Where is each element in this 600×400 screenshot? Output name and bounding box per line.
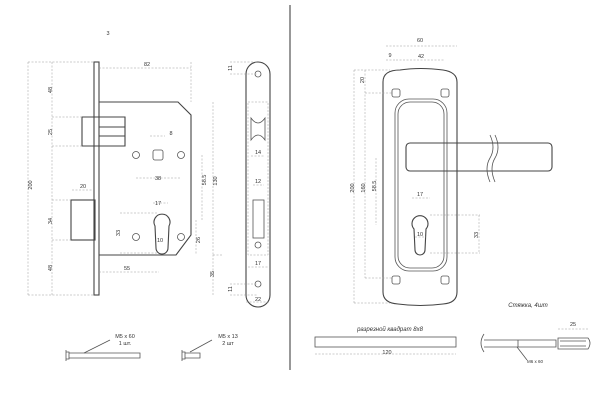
latch-opening bbox=[250, 116, 266, 142]
dim-label: 17 bbox=[155, 201, 161, 207]
handle-backplate bbox=[382, 67, 458, 307]
break-mark bbox=[486, 134, 499, 183]
cylinder-hole bbox=[153, 213, 171, 255]
dim-label: 17 bbox=[417, 192, 423, 198]
leader-line bbox=[83, 339, 111, 354]
screw-qty: 1 шт. bbox=[119, 341, 132, 347]
screw-hole bbox=[254, 241, 262, 249]
dim-label: 48 bbox=[48, 87, 54, 93]
door-handle: 60 9 42 20 200 160 58.5 17 10 33 Стяжка,… bbox=[350, 38, 553, 309]
spindle-bar: разрезной квадрат 8х8 120 bbox=[314, 326, 457, 356]
leader-line bbox=[516, 346, 528, 361]
screw-qty: 2 шт bbox=[222, 341, 234, 347]
dim-label: 25 bbox=[570, 322, 576, 328]
bolt-size-label: М6 х 60 bbox=[527, 359, 544, 364]
dim-label: 17 bbox=[255, 261, 261, 267]
dim-label: 82 bbox=[144, 62, 150, 68]
screw-label: M5 x 13 bbox=[218, 334, 238, 340]
dim-label: 22 bbox=[255, 297, 261, 303]
dim-label: 35 bbox=[210, 271, 216, 277]
leader-line bbox=[189, 339, 213, 353]
strike-recess bbox=[247, 101, 269, 256]
screw-label: M5 x 60 bbox=[115, 334, 135, 340]
dim-label: 34 bbox=[48, 218, 54, 224]
latch-bolt bbox=[81, 116, 126, 147]
dim-label: 60 bbox=[417, 38, 423, 44]
screw-hole bbox=[391, 88, 401, 98]
dim-label: 42 bbox=[418, 54, 424, 60]
spindle-hole bbox=[152, 149, 164, 161]
dim-label: 9 bbox=[388, 53, 391, 59]
dim-label: 10 bbox=[417, 232, 423, 238]
dim-label: 12 bbox=[255, 179, 261, 185]
long-screw bbox=[65, 350, 141, 361]
dim-label: 55 bbox=[124, 266, 130, 272]
dim-label: 26 bbox=[196, 237, 202, 243]
dim-label: 130 bbox=[213, 176, 219, 185]
screw-hole bbox=[177, 233, 185, 241]
dim-label: 11 bbox=[228, 65, 234, 71]
dim-label: 200 bbox=[350, 183, 356, 192]
dim-label: 3 bbox=[106, 31, 109, 37]
dim-label: 11 bbox=[228, 286, 234, 292]
dim-label: 8 bbox=[169, 131, 172, 137]
bolt-opening bbox=[252, 199, 265, 239]
dim-label: 20 bbox=[360, 77, 366, 83]
bolt bbox=[480, 333, 557, 353]
dim-label: 38 bbox=[155, 176, 161, 182]
dim-label: 200 bbox=[28, 180, 34, 189]
screw-hole bbox=[132, 151, 140, 159]
dim-label: 58.5 bbox=[202, 175, 208, 186]
spindle-rod bbox=[314, 336, 457, 348]
screw-hole bbox=[177, 151, 185, 159]
dim-label: 20 bbox=[80, 184, 86, 190]
short-screw bbox=[181, 350, 201, 361]
screw-hole bbox=[132, 233, 140, 241]
dim-label: 25 bbox=[48, 129, 54, 135]
lever bbox=[405, 142, 553, 172]
ties-label: Стяжка, 4шт bbox=[508, 303, 547, 309]
strike-plate: 11 14 12 17 11 22 bbox=[228, 61, 271, 308]
mortise-lock: 3 82 48 25 200 20 34 48 8 38 17 33 10 55… bbox=[27, 31, 222, 296]
spindle-label: разрезной квадрат 8х8 bbox=[356, 326, 424, 333]
dim-label: 120 bbox=[382, 350, 391, 356]
dim-label: 58.5 bbox=[372, 181, 378, 192]
screw-hole bbox=[440, 275, 450, 285]
tie-bolt: 25 М6 х 60 bbox=[480, 322, 591, 364]
dead-bolt bbox=[70, 199, 96, 241]
lock-faceplate bbox=[93, 61, 100, 296]
cylinder-hole bbox=[411, 215, 429, 256]
screw-hole bbox=[391, 275, 401, 285]
lock-case bbox=[99, 101, 192, 256]
sleeve bbox=[557, 337, 591, 350]
dim-label: 160 bbox=[361, 183, 367, 192]
dim-label: 14 bbox=[255, 150, 261, 156]
strike-outline bbox=[245, 61, 271, 308]
screw-hole bbox=[440, 88, 450, 98]
plate-groove bbox=[394, 98, 448, 272]
plate-groove-inner bbox=[397, 101, 445, 269]
dim-label: 33 bbox=[474, 232, 480, 238]
dim-label: 10 bbox=[157, 238, 163, 244]
dim-label: 33 bbox=[116, 230, 122, 236]
screws: M5 x 60 1 шт. M5 x 13 2 шт bbox=[65, 334, 238, 361]
dim-label: 48 bbox=[48, 265, 54, 271]
